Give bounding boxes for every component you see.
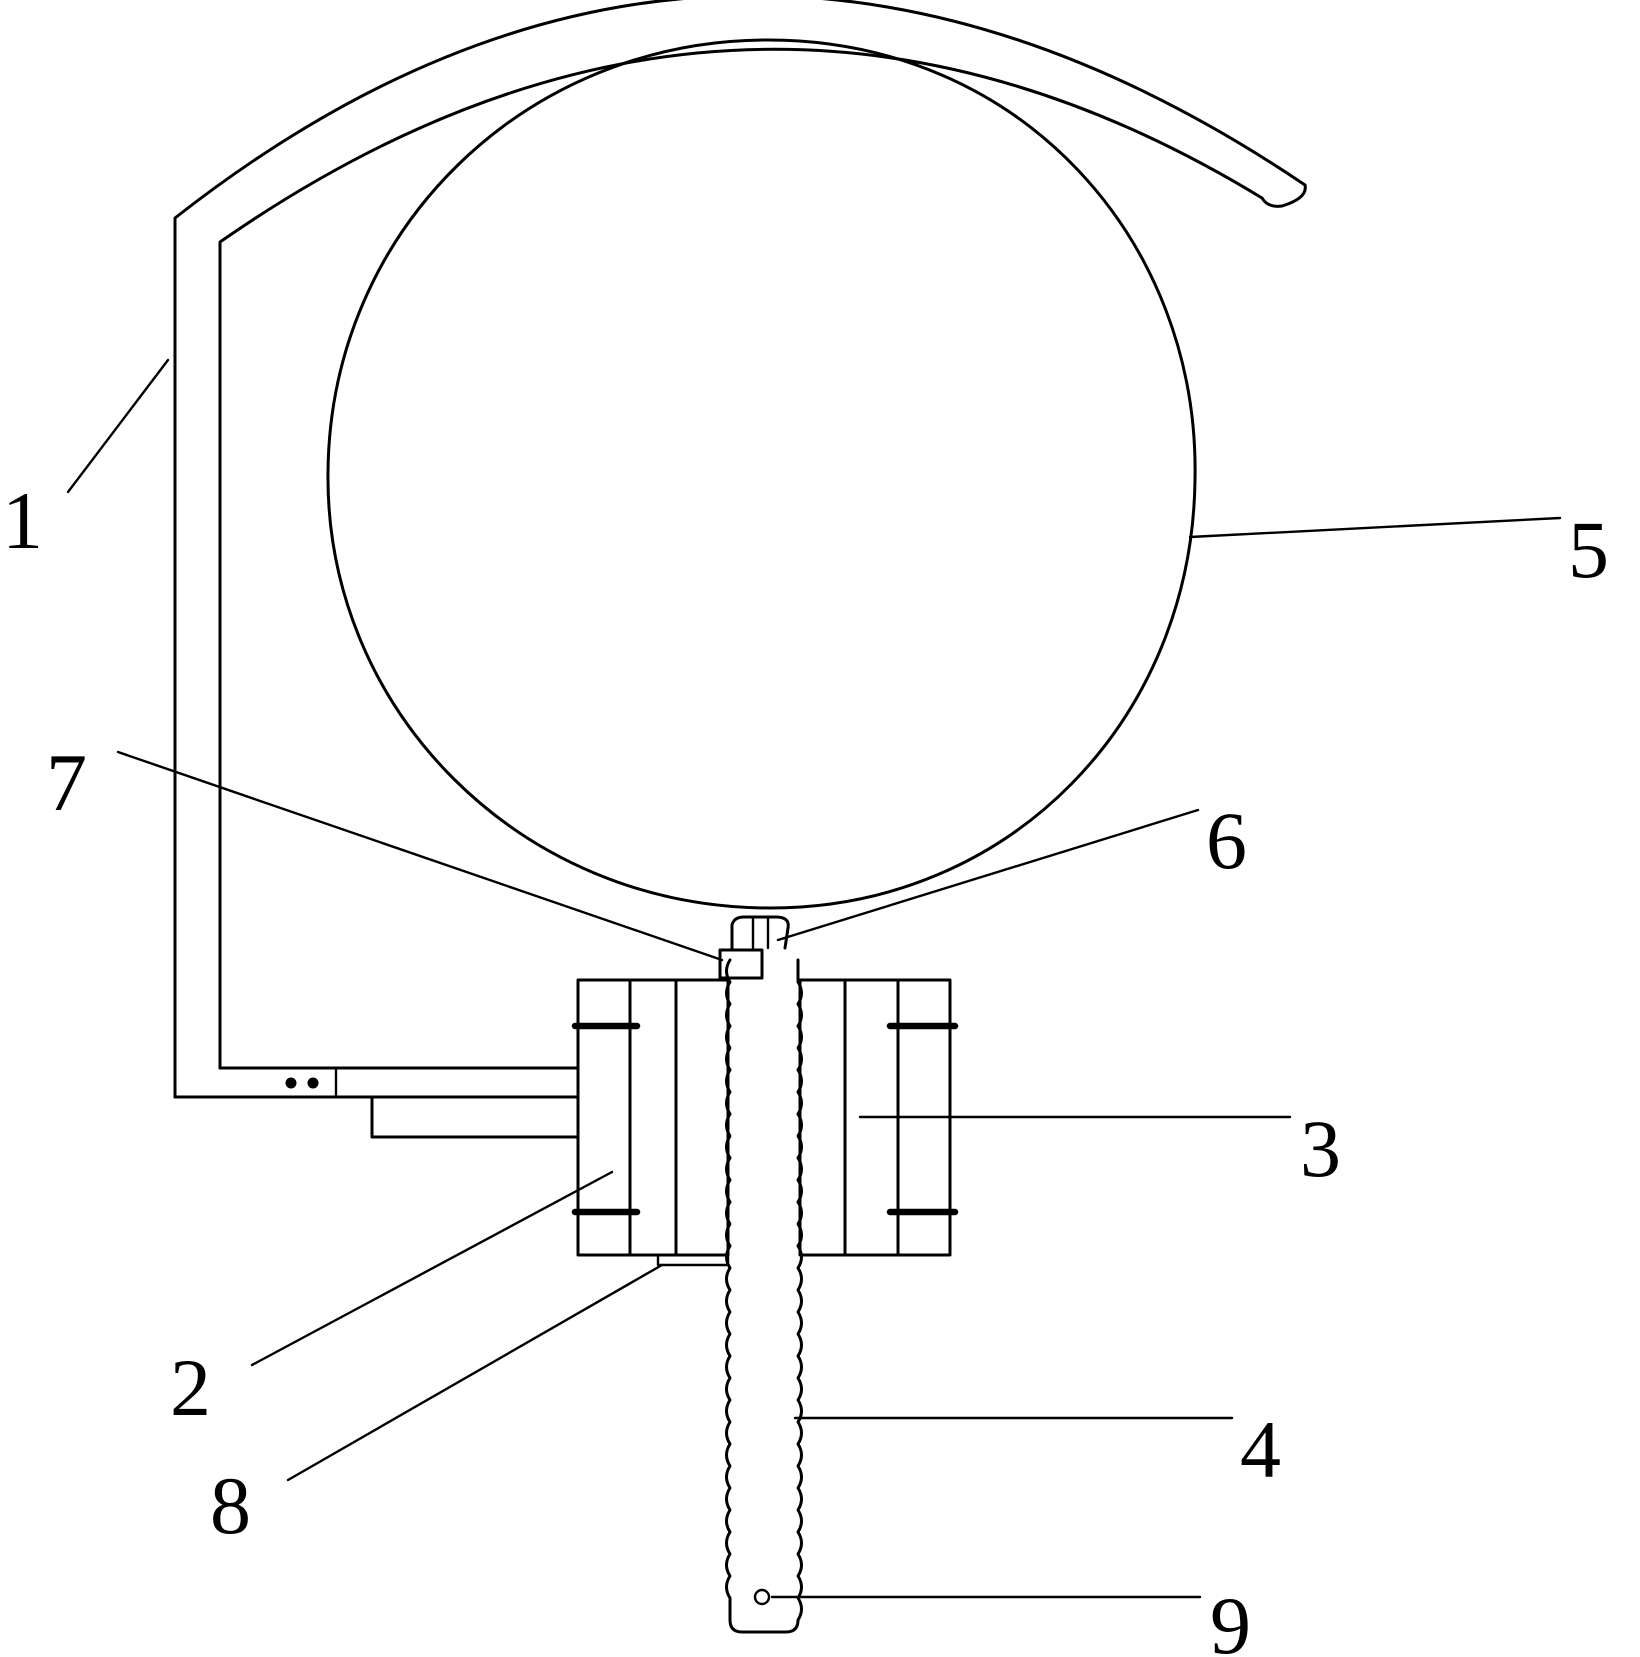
rack-part-4 — [725, 958, 803, 1634]
label-8: 8 — [210, 1460, 251, 1551]
leader-2 — [250, 1170, 614, 1367]
clamp-block-part-2 — [571, 978, 730, 1257]
leader-5 — [1188, 516, 1562, 539]
hole-part-9 — [753, 1588, 771, 1606]
frame-connector — [285, 1066, 338, 1099]
leader-7 — [116, 750, 724, 962]
lower-plate — [370, 1096, 580, 1139]
label-2: 2 — [170, 1342, 211, 1433]
leader-1 — [66, 358, 170, 494]
leader-8 — [286, 1263, 664, 1482]
leader-lines — [66, 358, 1562, 1599]
label-1: 1 — [2, 475, 43, 566]
fitting-part-7 — [718, 948, 764, 980]
label-9: 9 — [1210, 1580, 1251, 1657]
label-5: 5 — [1568, 504, 1609, 595]
leader-6 — [776, 808, 1200, 942]
frame-part-1 — [173, 0, 1307, 1099]
label-4: 4 — [1240, 1404, 1281, 1495]
label-7: 7 — [46, 737, 87, 828]
fitting-part-6 — [730, 915, 790, 950]
label-3: 3 — [1300, 1103, 1341, 1194]
number-labels: 1 5 7 6 3 2 8 4 9 — [2, 475, 1609, 1657]
disc-part-5 — [326, 38, 1197, 910]
label-6: 6 — [1206, 795, 1247, 886]
